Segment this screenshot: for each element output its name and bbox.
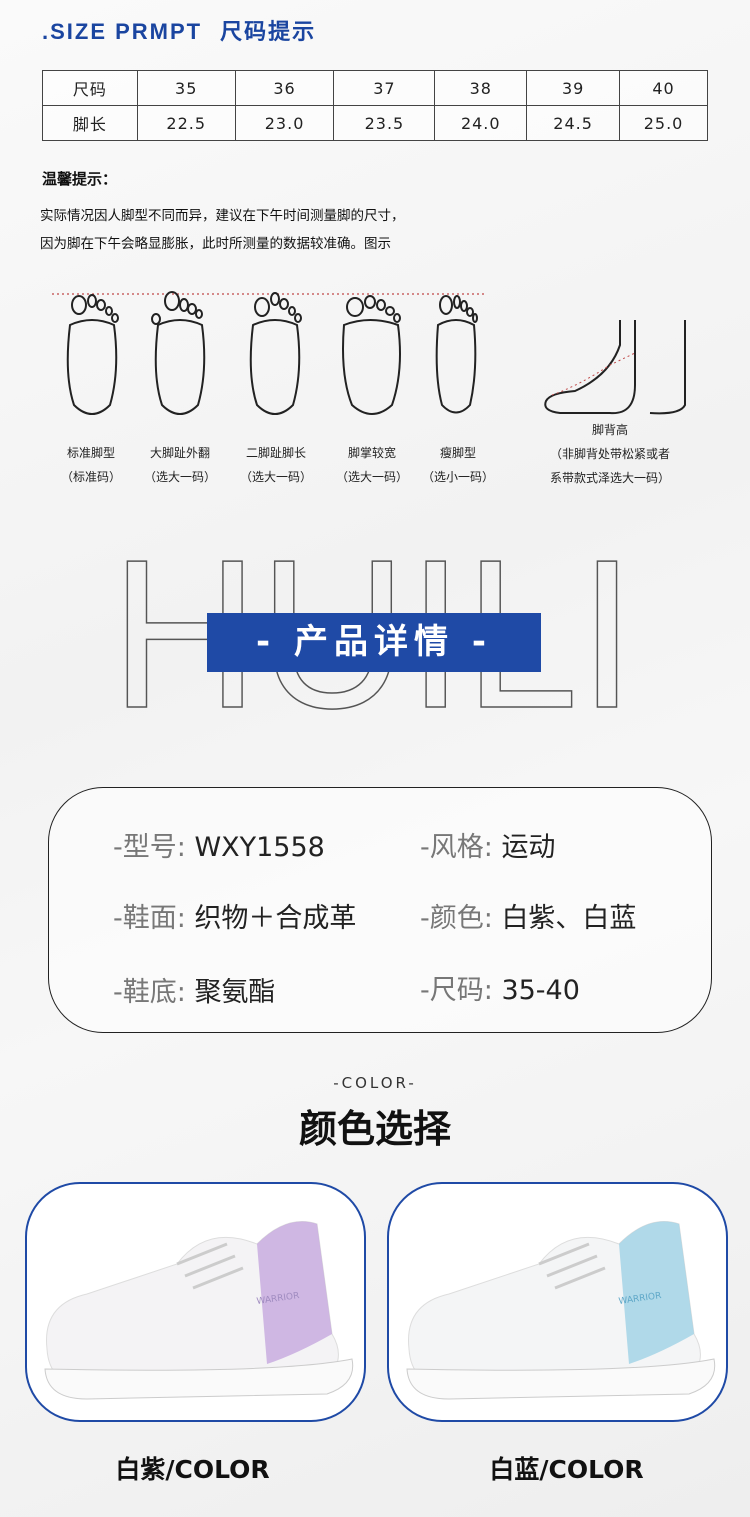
spec-color: -颜色: 白紫、白蓝 <box>420 903 637 934</box>
instep-label: 脚背高（非脚背处带松紧或者系带款式泽选大一码） <box>549 423 670 485</box>
foot-icon <box>151 291 206 415</box>
spec-upper: -鞋面: 织物＋合成革 <box>113 903 357 934</box>
shoe-image: WARRIOR <box>44 1221 354 1400</box>
foot-icon <box>342 295 401 415</box>
cell: 25.0 <box>619 105 708 141</box>
foot-icon <box>435 295 478 414</box>
foot-type-label: 标准脚型（标准码） <box>60 446 121 484</box>
spec-size: -尺码: 35-40 <box>420 975 580 1006</box>
foot-type-label: 二脚趾脚长（选大一码） <box>239 446 312 484</box>
foot-type-label: 大脚趾外翻（选大一码） <box>143 446 216 484</box>
tip-line: 实际情况因人脚型不同而异，建议在下午时间测量脚的尺寸， <box>40 208 405 224</box>
tip-line: 因为脚在下午会略显膨胀，此时所测量的数据较准确。图示 <box>40 236 391 252</box>
color-option-purple[interactable]: WARRIOR <box>25 1182 366 1422</box>
cell: 23.0 <box>234 105 335 141</box>
cell: 37 <box>333 70 436 106</box>
foot-type-label: 脚掌较宽（选大一码） <box>335 446 408 484</box>
color-title: 颜色选择 <box>298 1107 451 1151</box>
size-table: 尺码 35 36 37 38 39 40 脚长 22.5 23.0 23.5 2… <box>42 70 708 141</box>
shoe-image: WARRIOR <box>406 1221 716 1400</box>
color-label-blue: 白蓝/COLOR <box>489 1455 644 1484</box>
table-row: 尺码 35 36 37 38 39 40 <box>42 70 708 106</box>
section-title: .SIZE PRMPT 尺码提示 <box>42 14 316 46</box>
spec-model: -型号: WXY1558 <box>113 832 325 863</box>
cell: 23.5 <box>333 105 436 141</box>
spec-style: -风格: 运动 <box>420 832 556 863</box>
color-subtitle: -COLOR- <box>333 1074 417 1092</box>
foot-icon <box>249 292 302 415</box>
cell: 22.5 <box>136 105 236 141</box>
cell: 38 <box>434 70 528 106</box>
cell: 24.5 <box>526 105 621 141</box>
instep-foot-icon <box>544 320 686 415</box>
table-row: 脚长 22.5 23.0 23.5 24.0 24.5 25.0 <box>42 105 708 141</box>
cell: 24.0 <box>434 105 528 141</box>
spec-sole: -鞋底: 聚氨酯 <box>113 977 276 1008</box>
color-option-blue[interactable]: WARRIOR <box>387 1182 728 1422</box>
foot-type-label: 瘦脚型（选小一码） <box>421 446 494 484</box>
cell: 39 <box>526 70 621 106</box>
color-label-purple: 白紫/COLOR <box>115 1455 270 1484</box>
row-label: 脚长 <box>42 105 138 141</box>
title-en: .SIZE PRMPT <box>42 19 203 44</box>
title-cn: 尺码提示 <box>220 19 317 44</box>
row-label: 尺码 <box>42 70 138 106</box>
cell: 35 <box>136 70 236 106</box>
cell: 36 <box>234 70 335 106</box>
foot-icon <box>66 294 119 415</box>
product-details-banner: - 产品详情 - <box>207 613 541 672</box>
foot-illustrations <box>52 291 686 415</box>
spec-box <box>48 787 712 1033</box>
tips-heading: 温馨提示： <box>42 170 118 188</box>
cell: 40 <box>619 70 708 106</box>
